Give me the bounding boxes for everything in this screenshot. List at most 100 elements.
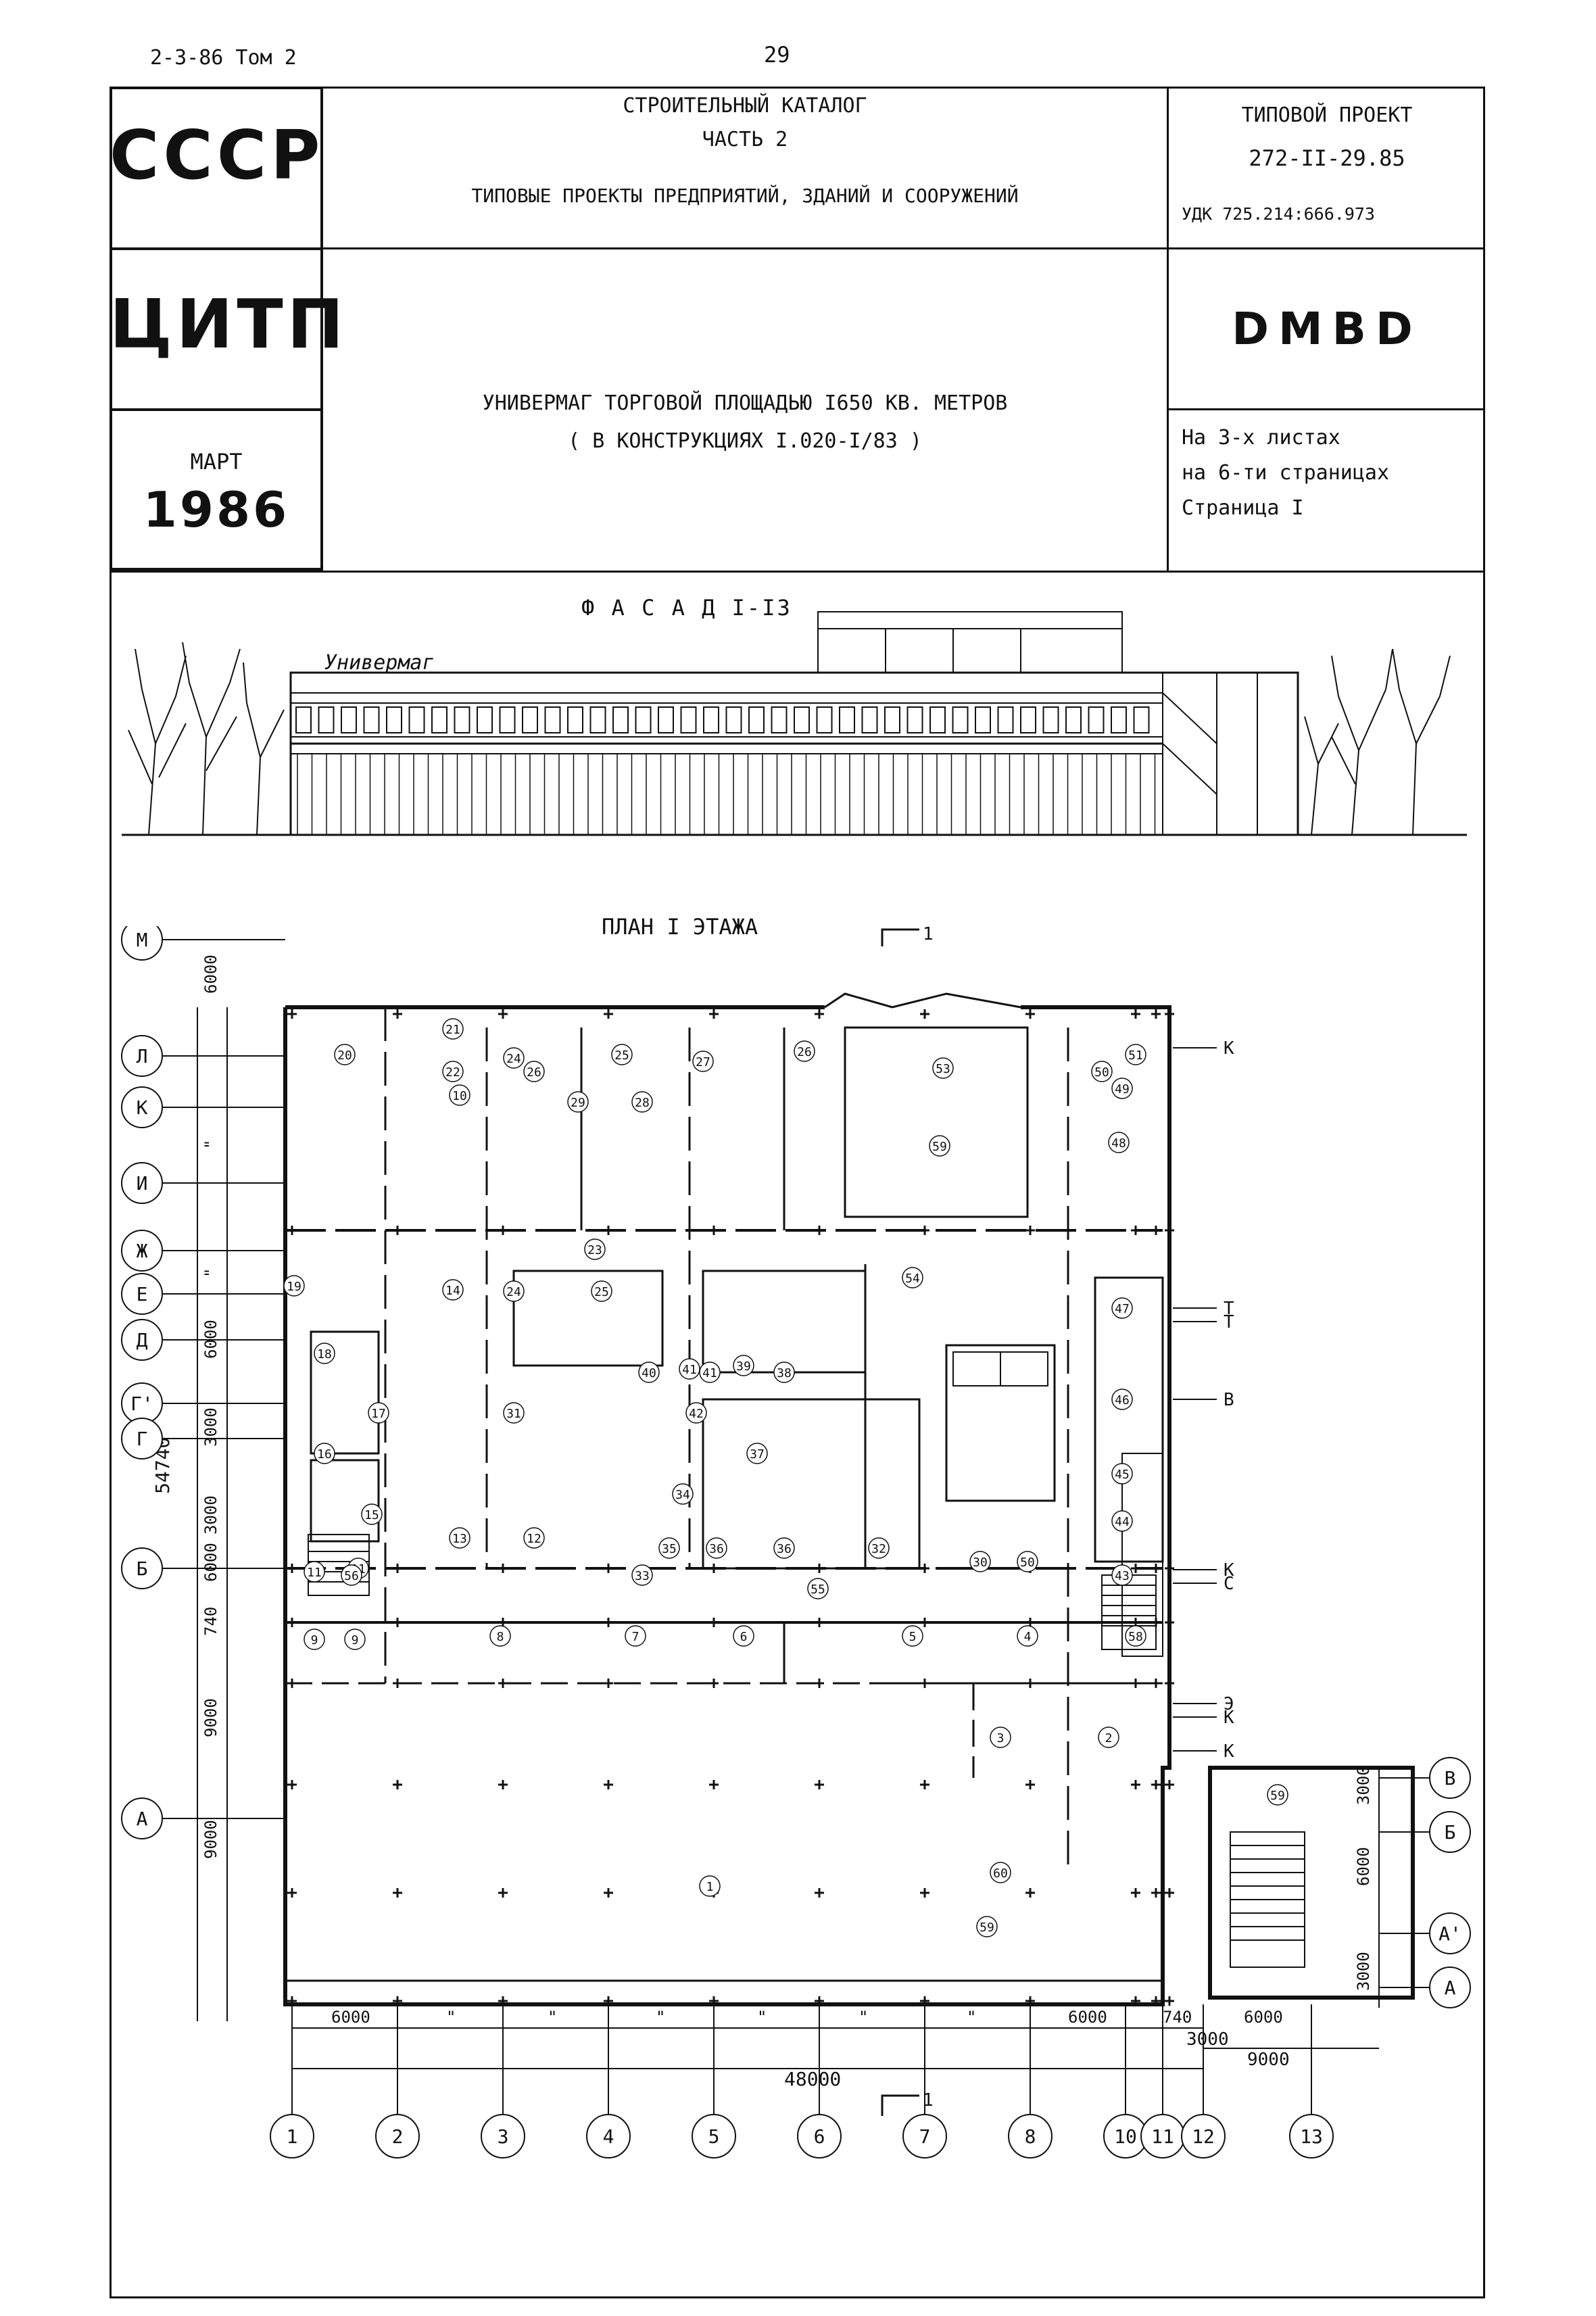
svg-text:Е: Е	[137, 1283, 148, 1305]
svg-text:8: 8	[1025, 2125, 1036, 2148]
sheets-count: На 3-х листах	[1182, 426, 1340, 450]
page-number: 29	[764, 42, 790, 68]
svg-text:43: 43	[1115, 1569, 1130, 1583]
room-number: 45	[1111, 1463, 1133, 1485]
svg-text:54: 54	[905, 1272, 920, 1286]
svg-text:Г: Г	[137, 1428, 148, 1450]
room-number: 9	[344, 1629, 366, 1650]
entry-arrow: В	[1173, 1390, 1234, 1410]
axis-bubble-row: Ж	[121, 1230, 163, 1272]
svg-text:С: С	[1224, 1574, 1234, 1594]
room-number: 14	[442, 1279, 464, 1301]
svg-text:5: 5	[909, 1630, 917, 1644]
svg-text:24: 24	[506, 1052, 521, 1066]
dimension-label: "	[967, 2008, 976, 2027]
svg-text:34: 34	[675, 1488, 690, 1502]
svg-text:3: 3	[997, 1731, 1005, 1745]
svg-text:41: 41	[682, 1363, 697, 1377]
room-number: 3	[990, 1727, 1011, 1748]
axis-bubble-column: 12	[1181, 2114, 1226, 2158]
room-number: 48	[1108, 1132, 1130, 1153]
svg-text:55: 55	[811, 1583, 825, 1597]
axis-bubble-annex: В	[1429, 1757, 1471, 1799]
pages-count: на 6-ти страницах	[1182, 461, 1390, 485]
svg-text:32: 32	[871, 1542, 886, 1556]
room-number: 26	[794, 1040, 815, 1062]
dimension-label: 6000	[1244, 2008, 1283, 2027]
svg-text:26: 26	[797, 1045, 812, 1059]
svg-text:59: 59	[980, 1921, 994, 1935]
svg-text:36: 36	[777, 1542, 792, 1556]
plan-title: ПЛАН I ЭТАЖА	[602, 914, 758, 940]
svg-text:18: 18	[317, 1347, 332, 1361]
axis-bubble-row: Е	[121, 1273, 163, 1315]
axis-bubble-column: 11	[1140, 2114, 1185, 2158]
room-number: 58	[1125, 1625, 1146, 1647]
svg-text:15: 15	[364, 1508, 379, 1522]
room-number: 49	[1111, 1078, 1133, 1099]
dimension-label: 740	[1163, 2008, 1192, 2027]
axis-bubble-column: 13	[1289, 2114, 1334, 2158]
section-mark-bottom: 1	[923, 2090, 934, 2110]
axis-bubble-annex: А'	[1429, 1912, 1471, 1954]
svg-text:46: 46	[1115, 1393, 1130, 1407]
catalog-title: СТРОИТЕЛЬНЫЙ КАТАЛОГ	[623, 94, 867, 118]
svg-text:41: 41	[702, 1366, 717, 1380]
dim-total-width: 48000	[784, 2068, 841, 2090]
dimension-label: 3000	[201, 1495, 220, 1535]
svg-text:К: К	[1224, 1560, 1234, 1581]
svg-text:Ж: Ж	[137, 1240, 148, 1262]
svg-text:К: К	[1224, 1038, 1234, 1059]
room-number: 54	[902, 1267, 923, 1288]
svg-text:56: 56	[344, 1569, 359, 1583]
svg-text:14: 14	[445, 1284, 460, 1298]
room-number: 56	[341, 1564, 362, 1586]
room-number: 16	[314, 1443, 335, 1464]
dimension-label: 6000	[1068, 2008, 1107, 2027]
svg-text:10: 10	[1114, 2125, 1137, 2148]
svg-text:21: 21	[445, 1023, 460, 1037]
room-number: 43	[1111, 1564, 1133, 1586]
header-divider	[110, 408, 323, 411]
room-number: 34	[672, 1483, 694, 1505]
header-bottom-line	[110, 571, 1485, 573]
section-mark-top: 1	[923, 926, 934, 944]
svg-text:В: В	[1224, 1390, 1234, 1410]
svg-text:35: 35	[662, 1542, 677, 1556]
svg-text:37: 37	[750, 1447, 765, 1462]
dimension-label: 9000	[201, 1820, 220, 1859]
issue-month: МАРТ	[190, 449, 243, 475]
svg-text:Т: Т	[1224, 1312, 1234, 1332]
org-ussr: СССР	[110, 116, 324, 195]
udk-code: УДК 725.214:666.973	[1182, 204, 1375, 224]
svg-text:7: 7	[632, 1630, 639, 1644]
svg-text:10: 10	[452, 1089, 467, 1103]
room-number: 55	[807, 1578, 829, 1599]
axis-bubble-row: Г	[121, 1418, 163, 1459]
svg-text:М: М	[137, 929, 148, 951]
room-number: 29	[567, 1091, 589, 1113]
axis-bubble-annex: А	[1429, 1967, 1471, 2008]
room-number: 28	[631, 1091, 653, 1113]
svg-text:44: 44	[1115, 1515, 1130, 1529]
entry-arrow: К	[1173, 1708, 1234, 1728]
room-number: 36	[706, 1537, 727, 1559]
svg-text:К: К	[1224, 1708, 1234, 1728]
room-number: 59	[929, 1135, 950, 1157]
room-number: 25	[611, 1044, 633, 1065]
room-number: 4	[1017, 1625, 1038, 1647]
facade-title: Ф А С А Д I-I3	[581, 595, 792, 621]
svg-text:В: В	[1445, 1767, 1456, 1789]
room-number: 8	[489, 1625, 511, 1647]
svg-text:23: 23	[587, 1243, 602, 1257]
axis-bubble-column: 3	[481, 2114, 525, 2158]
room-number: 19	[283, 1275, 305, 1297]
svg-text:Л: Л	[137, 1045, 148, 1067]
svg-text:А: А	[1445, 1977, 1456, 1999]
svg-text:Б: Б	[1445, 1821, 1456, 1843]
room-number: 59	[1267, 1784, 1288, 1806]
room-number: 50	[1017, 1551, 1038, 1572]
svg-text:33: 33	[635, 1569, 650, 1583]
room-number: 1	[699, 1875, 721, 1897]
header-divider	[1167, 247, 1485, 249]
